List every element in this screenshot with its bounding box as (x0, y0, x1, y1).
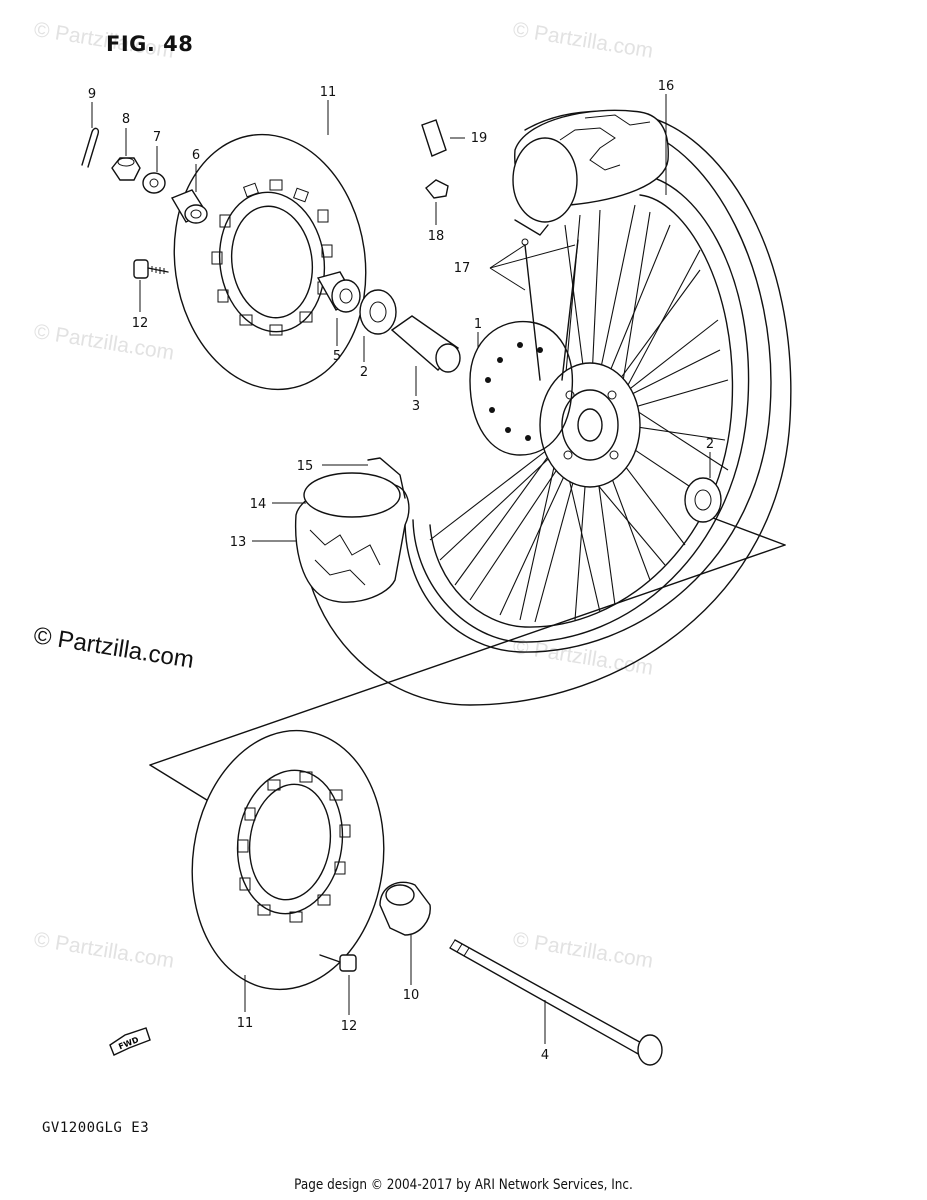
fwd-arrow (109, 1027, 151, 1056)
tire-section-top (512, 109, 669, 236)
callout-18: 18 (428, 229, 445, 244)
callout-9: 9 (88, 87, 96, 102)
callout-12-top: 12 (132, 316, 149, 331)
callout-11-bottom: 11 (237, 1016, 254, 1031)
callout-15: 15 (297, 459, 314, 474)
washer-7 (142, 172, 166, 194)
brake-disc-bottom (191, 729, 385, 991)
callout-11-top: 11 (320, 85, 337, 100)
callout-2-left: 2 (360, 365, 368, 380)
callout-14: 14 (250, 497, 267, 512)
axle-4 (449, 939, 663, 1066)
page-footer: Page design © 2004-2017 by ARI Network S… (294, 1177, 633, 1193)
figure-title: FIG. 48 (106, 32, 194, 56)
cotter-pin (81, 127, 100, 168)
model-code: GV1200GLG E3 (42, 1120, 150, 1136)
collar-6 (170, 189, 208, 224)
callout-10: 10 (403, 988, 420, 1003)
callout-1: 1 (474, 317, 482, 332)
callout-19: 19 (471, 131, 488, 146)
callout-6: 6 (192, 148, 200, 163)
callout-2-right: 2 (706, 437, 714, 452)
bearing-2-right (684, 477, 722, 523)
callout-13: 13 (230, 535, 247, 550)
tire-section-bottom (294, 457, 410, 603)
spacer-3 (390, 315, 461, 373)
callout-4: 4 (541, 1048, 549, 1063)
bearing-2-left (359, 289, 397, 335)
bolt-12-top (133, 259, 169, 279)
valve-cap-19 (421, 119, 447, 157)
spacer-5 (316, 271, 361, 313)
callout-12-bottom: 12 (341, 1019, 358, 1034)
callout-8: 8 (122, 112, 130, 127)
bolt-12-bottom (319, 954, 357, 972)
callout-5: 5 (333, 349, 341, 364)
speedometer-gearbox-10 (379, 881, 431, 936)
callout-16: 16 (658, 79, 675, 94)
valve-nut-18 (425, 179, 449, 199)
callout-7: 7 (153, 130, 161, 145)
castle-nut (111, 157, 141, 181)
front-wheel-assembly (299, 110, 792, 706)
brake-disc-top (173, 133, 367, 391)
callout-3: 3 (412, 399, 420, 414)
callout-17: 17 (454, 261, 471, 276)
